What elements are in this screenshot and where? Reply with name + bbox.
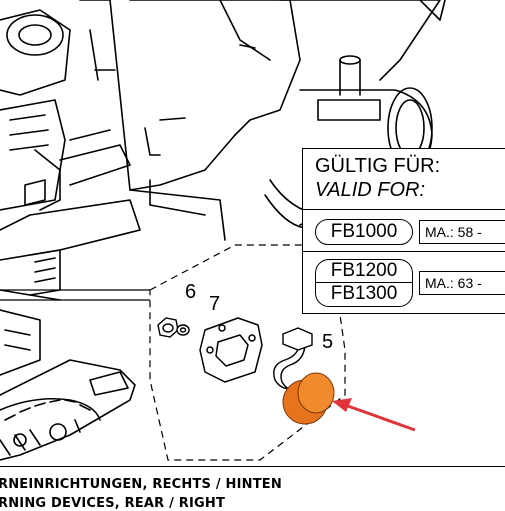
- ma-fb1200: MA.: 63 -: [425, 275, 482, 291]
- validity-box: GÜLTIG FÜR: VALID FOR: FB1000 MA.: 58 - …: [302, 148, 505, 314]
- validity-separator: [303, 209, 505, 210]
- valid-for-title-de: GÜLTIG FÜR:: [315, 155, 441, 177]
- validity-separator: [303, 251, 505, 252]
- model-fb1200: FB1200: [316, 260, 412, 283]
- model-fb1000: FB1000: [330, 221, 398, 242]
- model-pill-fb1000: FB1000: [315, 219, 413, 245]
- part-label-7: 7: [209, 293, 221, 315]
- valid-for-title-en: VALID FOR:: [315, 179, 426, 201]
- caption-line-en: RNING DEVICES, REAR / RIGHT: [0, 496, 226, 511]
- model-fb1300: FB1300: [330, 283, 398, 304]
- model-pill-fb1200-fb1300: FB1200 FB1300: [315, 259, 413, 307]
- part-label-5: 5: [322, 331, 334, 353]
- ma-box-fb1200: MA.: 63 -: [419, 271, 505, 295]
- ma-box-fb1000: MA.: 58 -: [419, 220, 505, 244]
- ma-fb1000: MA.: 58 -: [425, 224, 482, 240]
- caption-line-de: RNEINRICHTUNGEN, RECHTS / HINTEN: [0, 477, 282, 492]
- part-label-6: 6: [185, 281, 197, 303]
- caption-bar: RNEINRICHTUNGEN, RECHTS / HINTEN RNING D…: [0, 466, 505, 511]
